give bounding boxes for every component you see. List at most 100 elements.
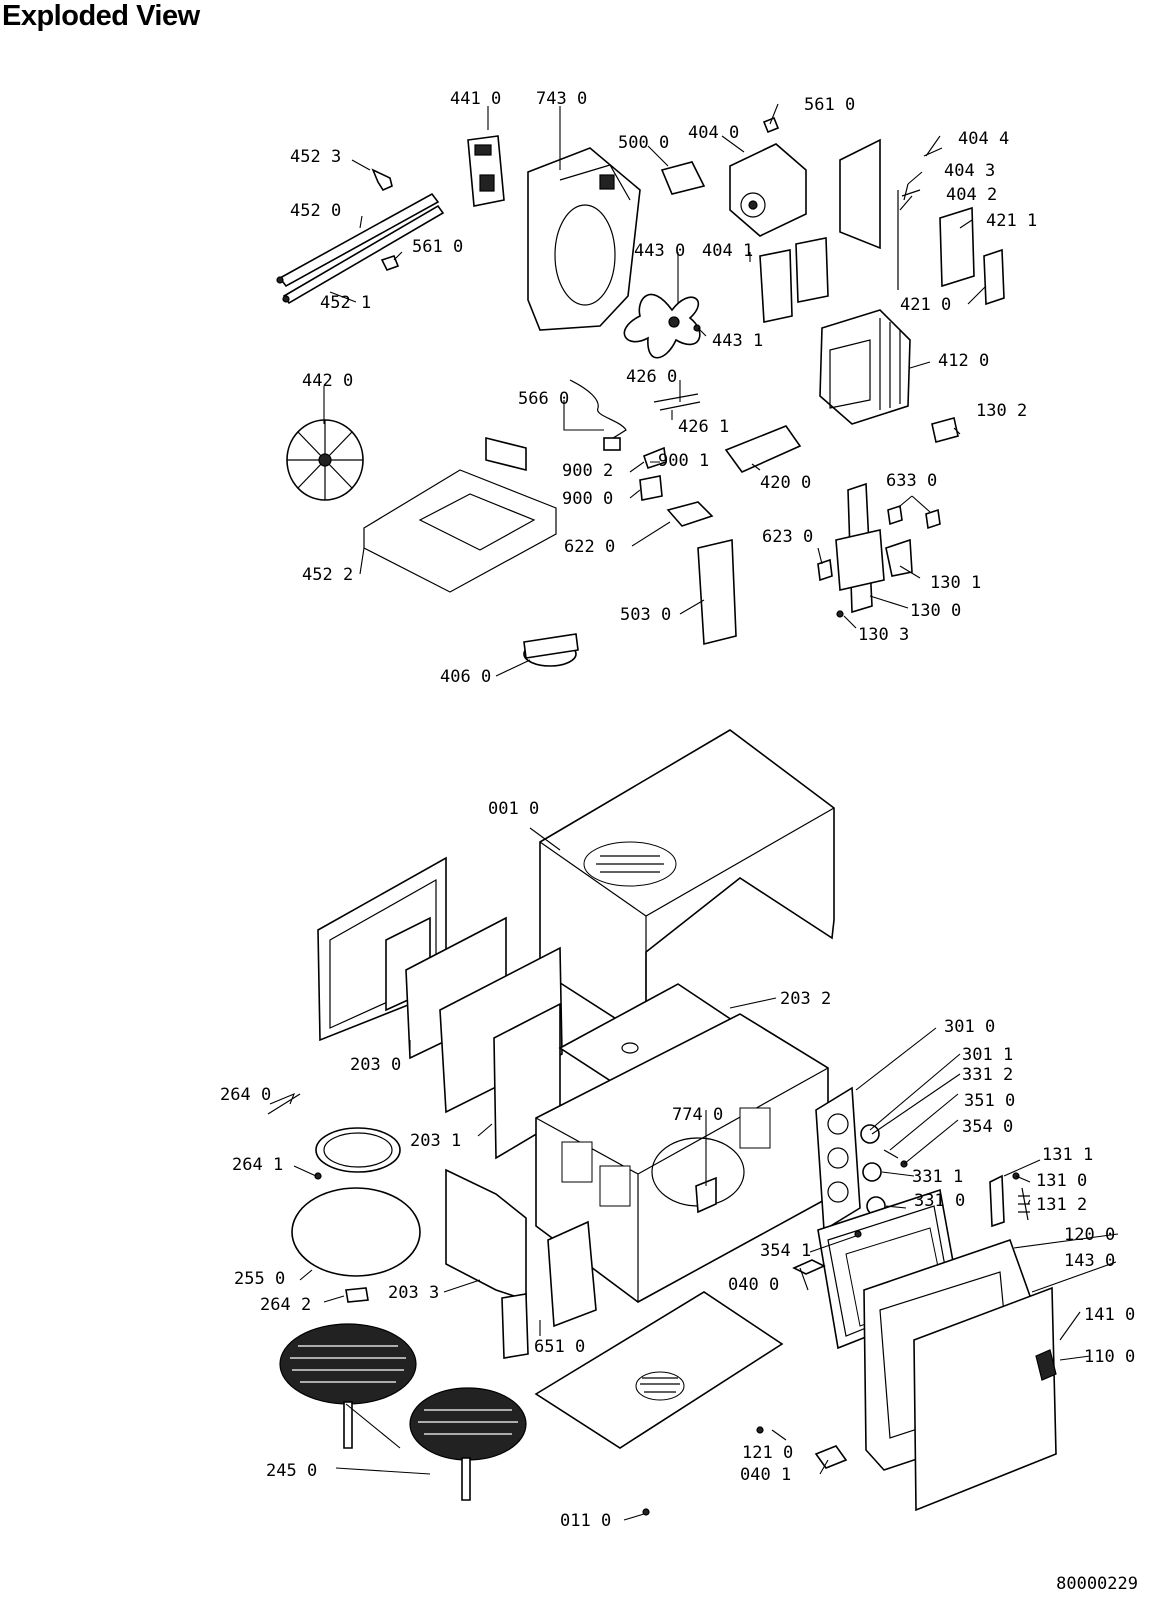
part-hinge-131-1 [989,1174,1005,1228]
part-screw-130-3 [836,610,844,618]
label-622-0: 622 0 [564,537,615,557]
part-spring-351 [883,1149,899,1159]
label-623-0: 623 0 [762,527,813,547]
label-331-2: 331 2 [962,1065,1013,1085]
part-fan-blade [623,293,701,359]
label-264-1: 264 1 [232,1155,283,1175]
part-switch-633 [887,504,941,530]
label-301-0: 301 0 [944,1017,995,1037]
part-glass-tray [291,1187,421,1277]
label-443-1: 443 1 [712,331,763,351]
label-264-0: 264 0 [220,1085,271,1105]
part-handle [1035,1349,1057,1381]
label-203-3: 203 3 [388,1283,439,1303]
label-404-3: 404 3 [944,161,995,181]
label-131-0: 131 0 [1036,1171,1087,1191]
label-421-1: 421 1 [986,211,1037,231]
part-lever-130-1 [885,538,913,577]
label-255-0: 255 0 [234,1269,285,1289]
part-convection-fan [286,419,364,501]
part-grill-rack-2 [409,1387,527,1501]
part-capacitor-block [639,475,663,501]
part-fuse-holder [939,206,975,288]
label-900-0: 900 0 [562,489,613,509]
part-grill-rack-1 [279,1323,417,1449]
label-130-2: 130 2 [976,401,1027,421]
part-hv-capacitor [724,425,802,473]
part-screw-011 [642,1508,650,1516]
part-grill-element [363,436,557,593]
part-latch-assembly [835,482,885,614]
part-door-cover [913,1286,1057,1512]
label-040-1: 040 1 [740,1465,791,1485]
label-452-3: 452 3 [290,147,341,167]
label-351-0: 351 0 [964,1091,1015,1111]
part-control-board [697,538,737,646]
label-354-0: 354 0 [962,1117,1013,1137]
label-130-3: 130 3 [858,625,909,645]
label-426-1: 426 1 [678,417,729,437]
label-131-2: 131 2 [1036,1195,1087,1215]
label-130-0: 130 0 [910,601,961,621]
label-412-0: 412 0 [938,351,989,371]
leader-lines [267,103,1119,1521]
label-443-0: 443 0 [634,241,685,261]
label-121-0: 121 0 [742,1443,793,1463]
part-small-switch [817,558,833,582]
label-040-0: 040 0 [728,1275,779,1295]
part-gasket-404-1 [759,249,793,323]
label-426-0: 426 0 [626,367,677,387]
part-base-plate [534,1291,784,1449]
label-442-0: 442 0 [302,371,353,391]
part-nut-top [762,116,780,134]
label-561-0b: 561 0 [412,237,463,257]
label-420-0: 420 0 [760,473,811,493]
label-245-0: 245 0 [266,1461,317,1481]
part-outer-case [539,729,835,1040]
label-503-0: 503 0 [620,605,671,625]
part-fan-nut [693,324,701,332]
label-203-1: 203 1 [410,1131,461,1151]
part-terminal-block [666,501,714,527]
label-900-1: 900 1 [658,451,709,471]
label-452-0: 452 0 [290,201,341,221]
part-thermal-fuse [653,393,701,411]
part-relay-board [660,161,706,195]
label-421-0: 421 0 [900,295,951,315]
part-switch-130-2 [931,417,959,443]
label-404-0: 404 0 [688,123,739,143]
part-coupler [345,1287,369,1303]
part-cavity [535,1013,829,1303]
part-air-duct [527,147,641,331]
label-406-0: 406 0 [440,667,491,687]
part-latch-040-0 [792,1259,826,1275]
label-354-1: 354 1 [760,1241,811,1261]
part-bracket-651 [547,1220,597,1328]
part-cover-203-3-tab [501,1293,529,1359]
label-120-0: 120 0 [1064,1225,1115,1245]
label-566-0: 566 0 [518,389,569,409]
label-561-0a: 561 0 [804,95,855,115]
part-sensor-block [603,437,621,451]
part-inner-panel [439,946,563,1114]
part-roller-ring [315,1127,401,1173]
label-131-1: 131 1 [1042,1145,1093,1165]
label-203-0: 203 0 [350,1055,401,1075]
label-001-0: 001 0 [488,799,539,819]
label-774-0: 774 0 [672,1105,723,1125]
part-clip [371,168,393,192]
label-743-0: 743 0 [536,89,587,109]
label-404-1: 404 1 [702,241,753,261]
label-301-1: 301 1 [962,1045,1013,1065]
label-130-1: 130 1 [930,573,981,593]
label-331-0: 331 0 [914,1191,965,1211]
label-143-0: 143 0 [1064,1251,1115,1271]
label-404-2: 404 2 [946,185,997,205]
label-633-0: 633 0 [886,471,937,491]
part-knob-331-2 [860,1124,880,1144]
part-top-plate-hole [621,1042,639,1054]
label-651-0: 651 0 [534,1337,585,1357]
part-knob-331-1 [862,1162,882,1182]
part-gasket-inner [795,237,829,303]
